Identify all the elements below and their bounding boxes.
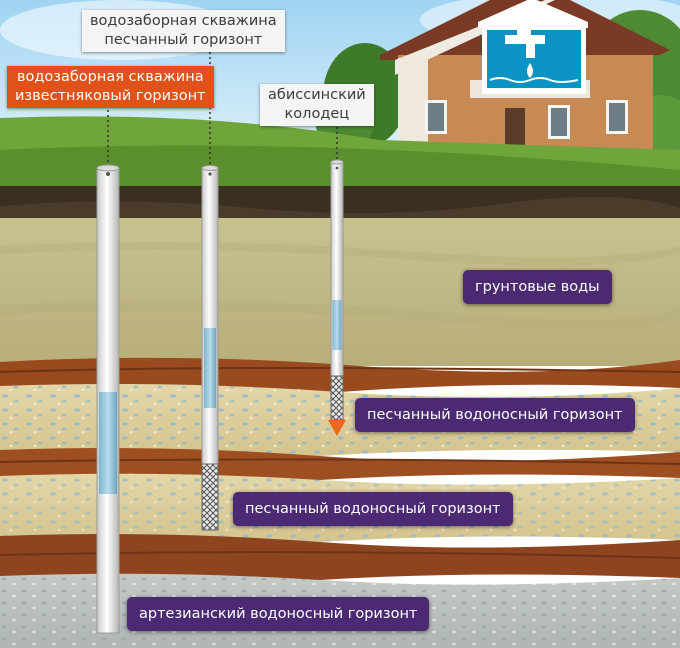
artesian-aquifer-label: артезианский водоносный горизонт — [127, 597, 430, 631]
abyssinian-well-label: абиссинский колодец — [260, 84, 374, 126]
abyssinian-well-label-line2: колодец — [284, 106, 350, 122]
sand-aquifer-lower-label-text: песчанный водоносный горизонт — [245, 501, 501, 517]
clay-layer-lower — [0, 534, 680, 585]
water-tap-icon — [478, 0, 588, 94]
abyssinian-well-pipe — [328, 159, 346, 436]
sand-well-label-line1: водозаборная скважина — [90, 13, 277, 29]
limestone-well-label-line1: водозаборная скважина — [16, 69, 204, 85]
limestone-well-pipe — [96, 164, 120, 634]
sand-aquifer-upper-label-text: песчанный водоносный горизонт — [367, 407, 623, 423]
limestone-well-label: водозаборная скважина известняковый гори… — [7, 66, 214, 108]
groundwater-label: грунтовые воды — [463, 270, 612, 304]
sand-well-label-line2: песчанный горизонт — [104, 32, 263, 48]
abyssinian-well-label-line1: абиссинский — [268, 87, 366, 103]
sand-well-pipe — [201, 165, 219, 531]
groundwater-label-text: грунтовые воды — [475, 279, 600, 295]
artesian-aquifer-label-text: артезианский водоносный горизонт — [139, 606, 418, 622]
sand-aquifer-upper-label: песчанный водоносный горизонт — [355, 398, 635, 432]
sand-aquifer-lower-label: песчанный водоносный горизонт — [233, 492, 513, 526]
limestone-well-label-line2: известняковый горизонт — [15, 88, 206, 104]
sand-well-label: водозаборная скважина песчанный горизонт — [82, 10, 285, 52]
